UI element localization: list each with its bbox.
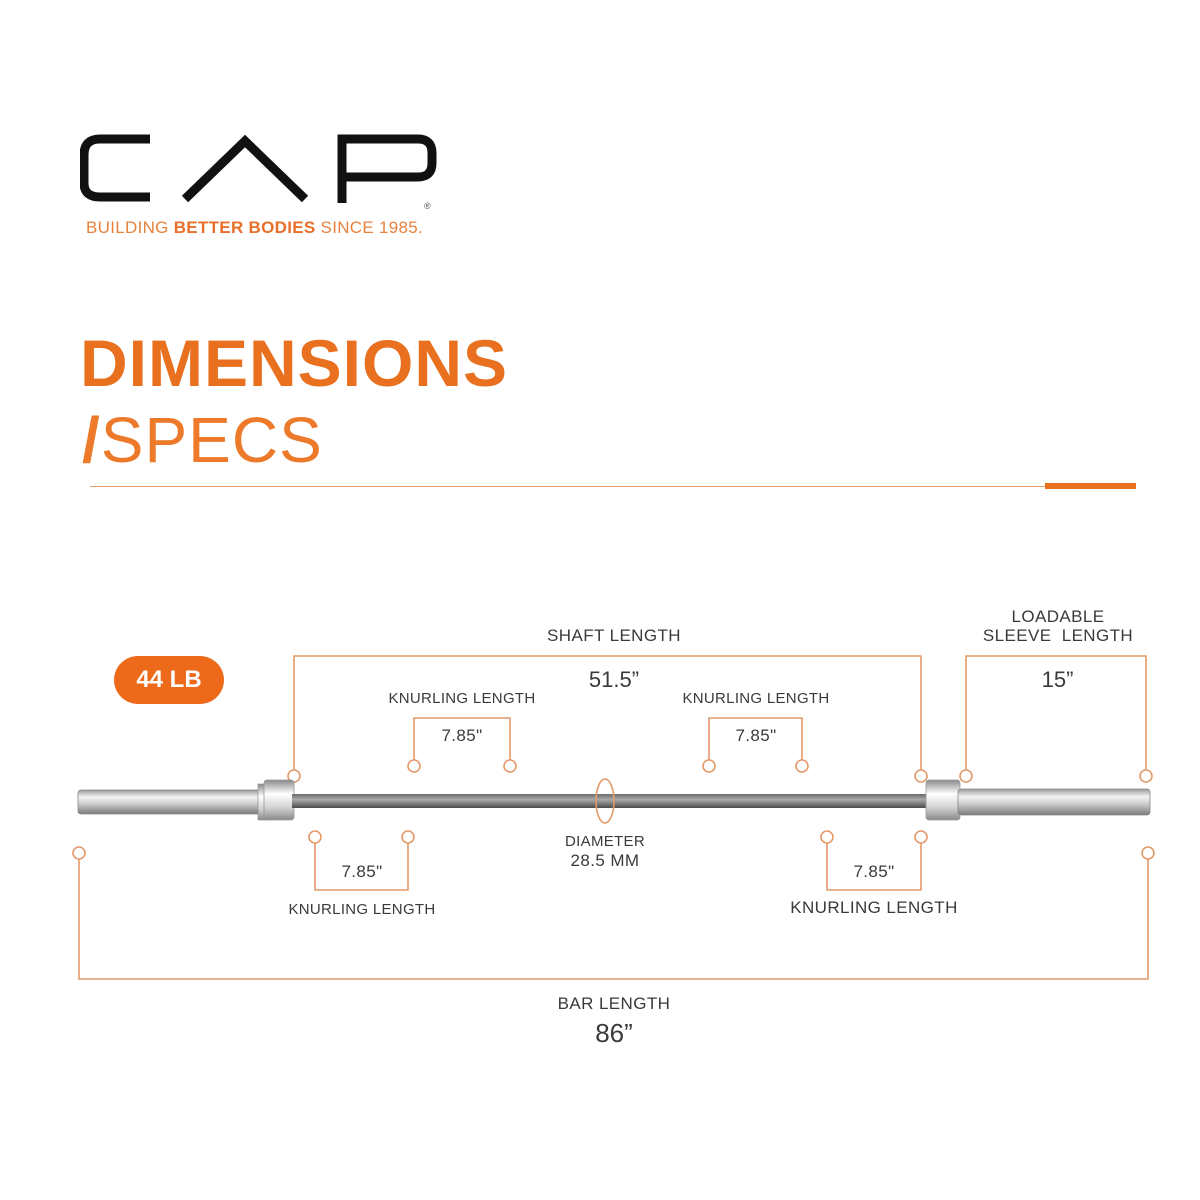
sleeve-length-label-line1: LOADABLE: [1011, 607, 1105, 626]
knurling-bottom-left-value: 7.85": [341, 862, 383, 881]
knurling-bottom-right-label: KNURLING LENGTH: [790, 898, 958, 917]
bar-length-value: 86”: [595, 1018, 633, 1048]
knurling-top-right-value: 7.85": [735, 726, 777, 745]
sleeve-length-label-line2: SLEEVE LENGTH: [982, 626, 1134, 645]
barbell-graphic: [77, 779, 1151, 821]
page-title: DIMENSIONS: [80, 326, 509, 400]
divider-accent: [1045, 483, 1136, 489]
knurling-top-left-value: 7.85": [441, 726, 483, 745]
knurling-bottom-left-label: KNURLING LENGTH: [288, 901, 436, 918]
cap-logo: [80, 134, 437, 203]
knurling-bottom-right-value: 7.85": [853, 862, 895, 881]
brand-tagline: BUILDING BETTER BODIES SINCE 1985.: [86, 218, 424, 237]
weight-badge: 44 LB: [114, 656, 224, 704]
bar-length-label: BAR LENGTH: [557, 994, 671, 1013]
shaft-length-value: 51.5”: [588, 667, 640, 692]
sleeve-length-value: 15”: [1041, 667, 1074, 692]
diameter-value: 28.5 MM: [570, 851, 640, 870]
divider-line: [90, 486, 1045, 487]
knurling-top-left-label: KNURLING LENGTH: [388, 690, 536, 707]
knurling-top-right-label: KNURLING LENGTH: [682, 690, 830, 707]
diameter-label: DIAMETER: [565, 833, 645, 850]
shaft-length-label: SHAFT LENGTH: [547, 626, 681, 645]
page-subtitle: /SPECS: [82, 404, 323, 476]
registered-mark: ®: [424, 201, 431, 211]
